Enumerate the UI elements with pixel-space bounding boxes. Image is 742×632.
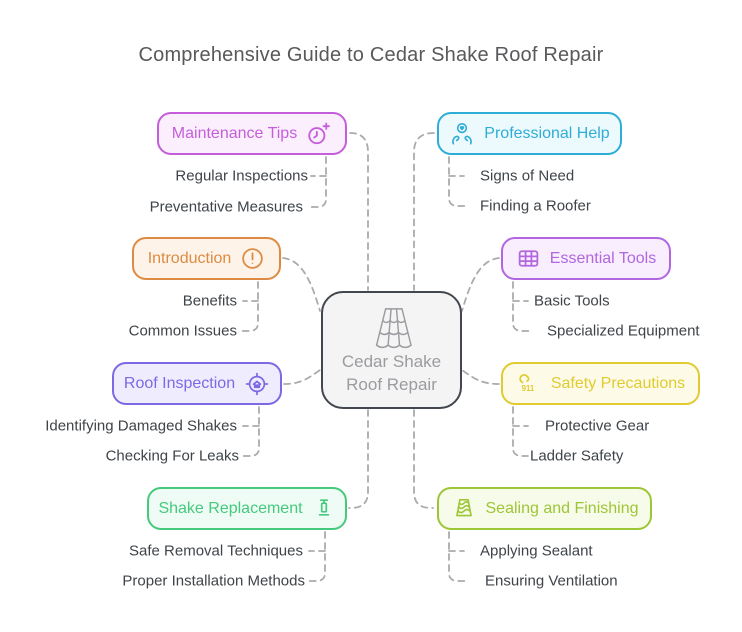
node-maintenance-tips[interactable]: Maintenance Tips — [157, 112, 347, 155]
central-node-cedar-shake-roof-repair[interactable]: Cedar Shake Roof Repair — [321, 291, 462, 409]
subtopic-safe-removal-techniques[interactable]: Safe Removal Techniques — [129, 542, 303, 560]
connector-roof-inspection — [283, 369, 321, 385]
connector-maintenance-tips — [349, 132, 369, 291]
node-label-safety-precautions: Safety Precautions — [550, 374, 686, 392]
connector-safety-precautions — [461, 369, 500, 385]
subtopic-specialized-equipment[interactable]: Specialized Equipment — [547, 322, 700, 340]
woven-texture-icon — [451, 496, 477, 522]
subtopic-ensuring-ventilation[interactable]: Ensuring Ventilation — [485, 572, 618, 590]
subconnector-introduction — [240, 281, 259, 332]
subtopic-proper-installation-methods[interactable]: Proper Installation Methods — [122, 572, 305, 590]
alert-circle-icon — [240, 246, 265, 271]
node-roof-inspection[interactable]: Roof Inspection — [112, 362, 282, 405]
subtopic-common-issues[interactable]: Common Issues — [128, 322, 237, 340]
clock-plus-icon — [306, 121, 332, 147]
subtopic-finding-a-roofer[interactable]: Finding a Roofer — [480, 197, 591, 215]
page-title: Comprehensive Guide to Cedar Shake Roof … — [138, 44, 604, 66]
node-label-roof-inspection: Roof Inspection — [123, 374, 236, 392]
node-sealing-and-finishing[interactable]: Sealing and Finishing — [437, 487, 652, 530]
subtopic-signs-of-need[interactable]: Signs of Need — [480, 167, 575, 185]
emergency-phone-icon: 911 — [516, 371, 542, 397]
node-professional-help[interactable]: Professional Help — [437, 112, 622, 155]
node-label-essential-tools: Essential Tools — [549, 249, 657, 267]
subtopic-ladder-safety[interactable]: Ladder Safety — [530, 447, 624, 465]
subconnector-safety-precautions — [512, 406, 529, 457]
house-target-icon — [244, 371, 270, 397]
chess-piece-icon — [312, 497, 336, 521]
connector-sealing-finishing — [413, 409, 434, 509]
node-safety-precautions[interactable]: 911 Safety Precautions — [501, 362, 700, 405]
subtopic-basic-tools[interactable]: Basic Tools — [534, 292, 610, 310]
node-label-introduction: Introduction — [147, 249, 232, 267]
central-node-label-line1: Cedar Shake — [341, 352, 442, 372]
node-label-sealing-and-finishing: Sealing and Finishing — [485, 499, 639, 517]
subtopic-protective-gear[interactable]: Protective Gear — [545, 417, 650, 435]
subconnector-shake-replacement — [308, 531, 326, 582]
subtopic-benefits[interactable]: Benefits — [182, 292, 237, 310]
subtopic-checking-for-leaks[interactable]: Checking For Leaks — [105, 447, 239, 465]
svg-text:911: 911 — [521, 384, 534, 393]
subtopic-preventative-measures[interactable]: Preventative Measures — [149, 198, 303, 216]
subconnector-essential-tools — [512, 281, 530, 332]
hands-heart-icon — [449, 121, 475, 147]
node-introduction[interactable]: Introduction — [132, 237, 281, 280]
node-shake-replacement[interactable]: Shake Replacement — [147, 487, 347, 530]
subtopic-identifying-damaged-shakes[interactable]: Identifying Damaged Shakes — [45, 417, 237, 435]
subtopic-applying-sealant[interactable]: Applying Sealant — [480, 542, 593, 560]
node-label-shake-replacement: Shake Replacement — [158, 499, 303, 517]
subconnector-roof-inspection — [242, 406, 260, 457]
subtopic-regular-inspections[interactable]: Regular Inspections — [175, 167, 308, 185]
subconnector-professional-help — [448, 156, 466, 207]
connector-introduction — [282, 257, 321, 312]
node-essential-tools[interactable]: Essential Tools — [501, 237, 671, 280]
connector-professional-help — [413, 132, 435, 291]
table-icon — [516, 246, 541, 271]
roof-tiles-icon — [363, 303, 421, 351]
node-label-professional-help: Professional Help — [484, 124, 610, 142]
node-label-maintenance-tips: Maintenance Tips — [171, 124, 298, 142]
connector-shake-replacement — [348, 409, 369, 509]
central-node-label-line2: Roof Repair — [346, 375, 437, 394]
subconnector-maintenance-tips — [306, 156, 327, 208]
subconnector-sealing-finishing — [448, 531, 466, 582]
connector-essential-tools — [461, 257, 500, 312]
